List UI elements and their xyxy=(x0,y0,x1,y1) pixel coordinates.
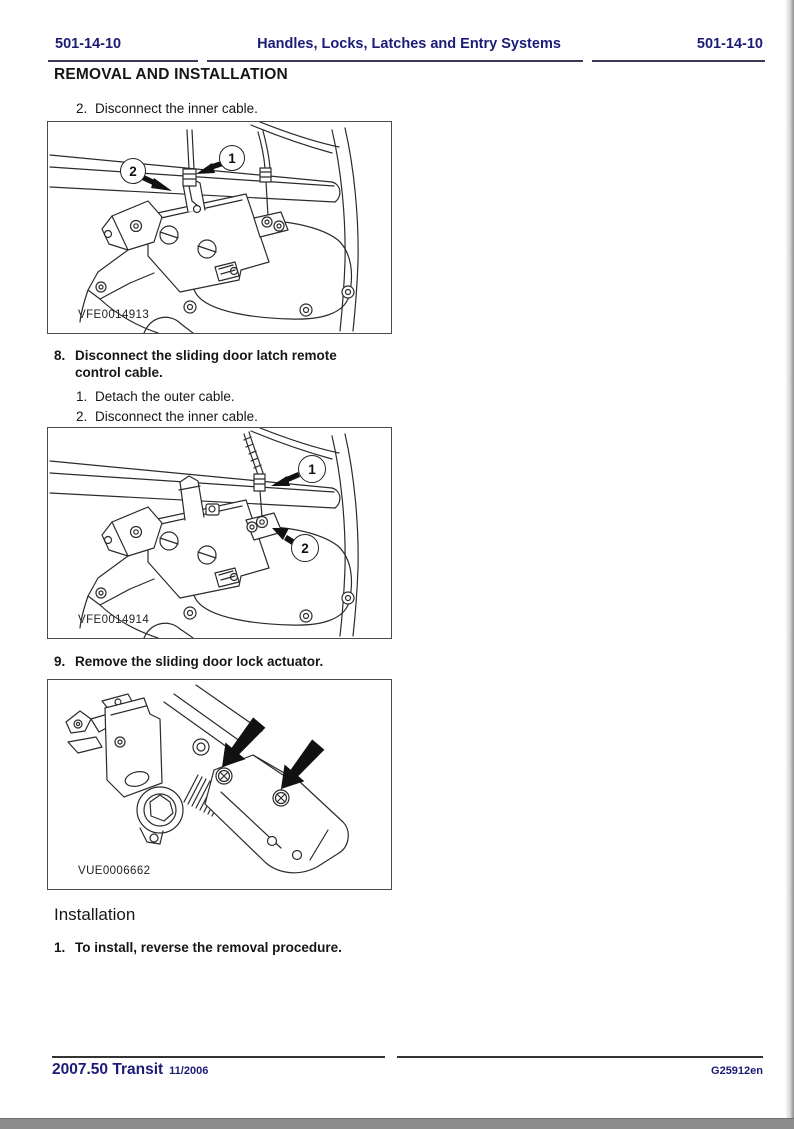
step-text: Disconnect the inner cable. xyxy=(95,101,258,116)
latch-assembly xyxy=(79,475,270,638)
screw-arrow-icons xyxy=(222,717,325,789)
figure-label: VFE0014913 xyxy=(78,309,150,321)
latch-illustration-1 xyxy=(49,122,359,333)
step-text: Disconnect the inner cable. xyxy=(95,409,258,424)
latch-mechanism xyxy=(65,693,184,845)
inner-cable xyxy=(182,129,202,214)
step-number: 1. xyxy=(76,389,88,404)
step-number: 2. xyxy=(76,409,88,424)
step-text: Disconnect the sliding door latch remote… xyxy=(75,348,337,380)
footer-rule-right xyxy=(397,1056,763,1058)
section-title: REMOVAL AND INSTALLATION xyxy=(54,66,288,83)
step-8-sub1: 1. Detach the outer cable. xyxy=(76,388,235,405)
figure-lock-actuator: VUE0006662 xyxy=(47,679,392,890)
header-title: Handles, Locks, Latches and Entry System… xyxy=(257,36,561,52)
header-page-code-left: 501-14-10 xyxy=(55,36,122,52)
door-panel-lines xyxy=(163,684,263,756)
callout-1-badge: 1 xyxy=(219,145,245,171)
step-text: Remove the sliding door lock actuator. xyxy=(75,654,324,669)
step-8: 8. Disconnect the sliding door latch rem… xyxy=(54,347,377,381)
step-9: 9. Remove the sliding door lock actuator… xyxy=(54,653,323,670)
step-text: To install, reverse the removal procedur… xyxy=(75,940,342,955)
step-8-sub2: 2. Disconnect the inner cable. xyxy=(76,408,258,425)
footer-date: 11/2006 xyxy=(169,1065,209,1077)
latch-assembly xyxy=(79,177,270,333)
page-edge-bottom xyxy=(0,1118,794,1129)
door-frame-lines xyxy=(250,122,359,332)
step-text: Detach the outer cable. xyxy=(95,389,235,404)
header-page-code-right: 501-14-10 xyxy=(696,36,763,52)
figure-label: VUE0006662 xyxy=(78,865,151,877)
step-number: 1. xyxy=(54,940,66,955)
step-install-1: 1. To install, reverse the removal proce… xyxy=(54,939,342,956)
figure-label: VFE0014914 xyxy=(78,614,150,626)
footer-model: 2007.50 Transit xyxy=(52,1061,164,1078)
page-edge-right xyxy=(785,0,794,1119)
page-header: 501-14-10 Handles, Locks, Latches and En… xyxy=(55,36,763,52)
header-rule xyxy=(48,47,765,62)
actuator-body xyxy=(204,754,349,874)
latch-illustration-2 xyxy=(49,428,359,638)
callout-1-badge: 1 xyxy=(298,455,326,483)
outer-cable xyxy=(253,130,289,238)
figure-latch-cable-2: 1 2 VFE0014914 xyxy=(47,427,392,639)
step-pre-sub2: 2. Disconnect the inner cable. xyxy=(76,100,258,117)
step-number: 9. xyxy=(54,654,66,669)
footer-rule-left xyxy=(52,1056,385,1058)
door-frame-lines xyxy=(250,428,359,637)
step-number: 2. xyxy=(76,101,88,116)
installation-heading: Installation xyxy=(54,905,136,924)
callout-2-badge: 2 xyxy=(291,534,319,562)
remote-control-cable xyxy=(243,431,283,541)
footer-doc-code: G25912en xyxy=(711,1065,763,1077)
actuator-illustration xyxy=(65,684,349,874)
callout-2-badge: 2 xyxy=(120,158,146,184)
step-number: 8. xyxy=(54,348,66,363)
page-footer: 2007.50 Transit 11/2006 G25912en xyxy=(52,1061,763,1079)
figure-latch-cable-1: 2 1 VFE0014913 xyxy=(47,121,392,334)
callout-arrow-icons xyxy=(142,161,223,191)
